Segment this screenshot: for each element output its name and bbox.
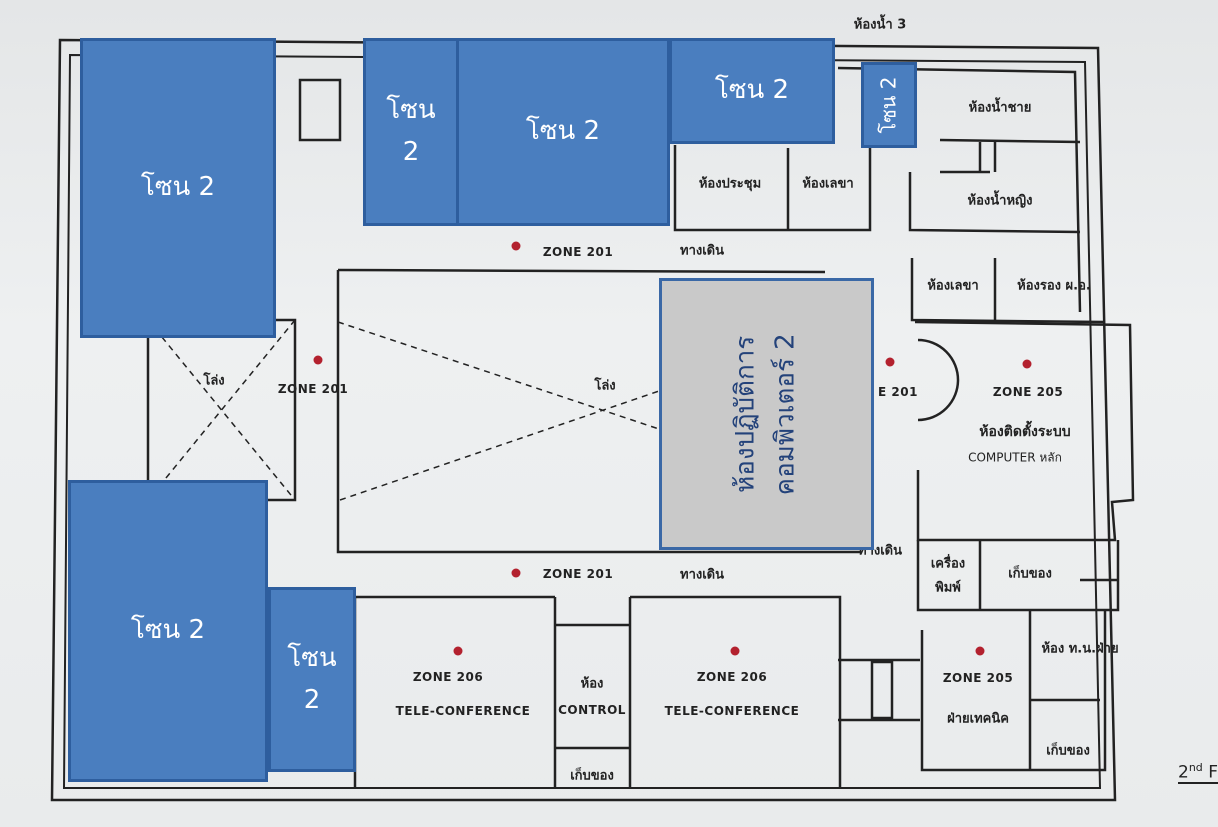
- zone-2-box[interactable]: โซน 2: [363, 38, 459, 226]
- zone-marker-dot: [975, 646, 985, 656]
- void-label: โล่ง: [594, 378, 616, 394]
- zone-marker-dot: [1022, 359, 1032, 369]
- zone-label: ZONE 201: [542, 567, 614, 581]
- zone-box-label: โซน 2: [525, 116, 601, 147]
- zone-label: ZONE 206: [412, 670, 484, 684]
- zone-2-box[interactable]: โซน 2: [456, 38, 670, 226]
- zone-label: ZONE 205: [992, 385, 1064, 399]
- room-label-storage-bottom: เก็บของ: [570, 768, 614, 784]
- room-label-server-room-sub: COMPUTER หลัก: [968, 450, 1062, 465]
- zone-box-label: โซน: [386, 95, 436, 126]
- computer-lab-2-box[interactable]: ห้องปฏิบัติการ คอมพิวเตอร์ 2: [659, 278, 874, 550]
- zone-2-box[interactable]: โซน 2: [268, 587, 356, 772]
- zone-label: ZONE 201: [542, 245, 614, 259]
- walkway-label: ทางเดิน: [680, 243, 724, 259]
- lab-label-line2: คอมพิวเตอร์ 2: [771, 332, 802, 496]
- zone-box-label: 2: [303, 684, 321, 715]
- room-label-control: ห้อง: [580, 676, 604, 692]
- room-label-women-restroom: ห้องน้ำหญิง: [967, 193, 1033, 209]
- lab-label-line1: ห้องปฏิบัติการ: [731, 335, 762, 493]
- room-label-printer-2: พิมพ์: [935, 580, 961, 596]
- room-label-teleconference-2: TELE-CONFERENCE: [664, 704, 800, 718]
- room-label-secretary: ห้องเลขา: [802, 176, 854, 192]
- zone-marker-dot: [313, 355, 323, 365]
- zone-marker-dot: [511, 568, 521, 578]
- walkway-label: ทางเดิน: [680, 567, 724, 583]
- zone-2-box[interactable]: โซน 2: [669, 38, 835, 144]
- zone-box-label: โซน 2: [714, 75, 790, 106]
- zone-marker-dot: [453, 646, 463, 656]
- zone-label: ZONE 201: [277, 382, 349, 396]
- zone-marker-dot: [511, 241, 521, 251]
- zone-2-box[interactable]: โซน 2: [861, 62, 917, 148]
- room-label-men-restroom: ห้องน้ำชาย: [968, 100, 1032, 116]
- zone-box-label: โซน 2: [877, 76, 902, 134]
- zone-marker-dot: [730, 646, 740, 656]
- room-label-technical-dept: ฝ่ายเทคนิค: [947, 711, 1009, 727]
- zone-marker-dot: [885, 357, 895, 367]
- zone-label: E 201: [878, 385, 918, 399]
- room-label-secretary-2: ห้องเลขา: [927, 278, 979, 294]
- zone-label: ZONE 206: [696, 670, 768, 684]
- room-label-division-head: ห้อง ท.น.ฝ่าย: [1041, 641, 1119, 657]
- zone-box-label: โซน: [287, 642, 337, 673]
- void-label: โล่ง: [203, 373, 225, 389]
- room-label-deputy-director: ห้องรอง ผ.อ.: [1017, 278, 1091, 294]
- room-label-server-room: ห้องติดตั้งระบบ: [979, 424, 1071, 440]
- room-label-bathroom-3: ห้องน้ำ 3: [853, 17, 907, 33]
- zone-box-label: โซน 2: [130, 615, 206, 646]
- room-label-control-2: CONTROL: [558, 703, 626, 717]
- room-label-printer: เครื่อง: [930, 556, 966, 572]
- zone-box-label: โซน 2: [140, 172, 216, 203]
- computer-lab-label: ห้องปฏิบัติการ คอมพิวเตอร์ 2: [726, 333, 807, 495]
- room-label-storage-small: เก็บของ: [1046, 743, 1090, 759]
- room-label-storage: เก็บของ: [1008, 566, 1052, 582]
- zone-box-label: 2: [402, 137, 420, 167]
- floor-indicator: 2nd F: [1178, 761, 1218, 784]
- room-label-meeting-room: ห้องประชุม: [698, 176, 762, 192]
- room-label-teleconference: TELE-CONFERENCE: [395, 704, 531, 718]
- zone-2-box[interactable]: โซน 2: [68, 480, 268, 782]
- zone-2-box[interactable]: โซน 2: [80, 38, 276, 338]
- zone-label: ZONE 205: [942, 671, 1014, 685]
